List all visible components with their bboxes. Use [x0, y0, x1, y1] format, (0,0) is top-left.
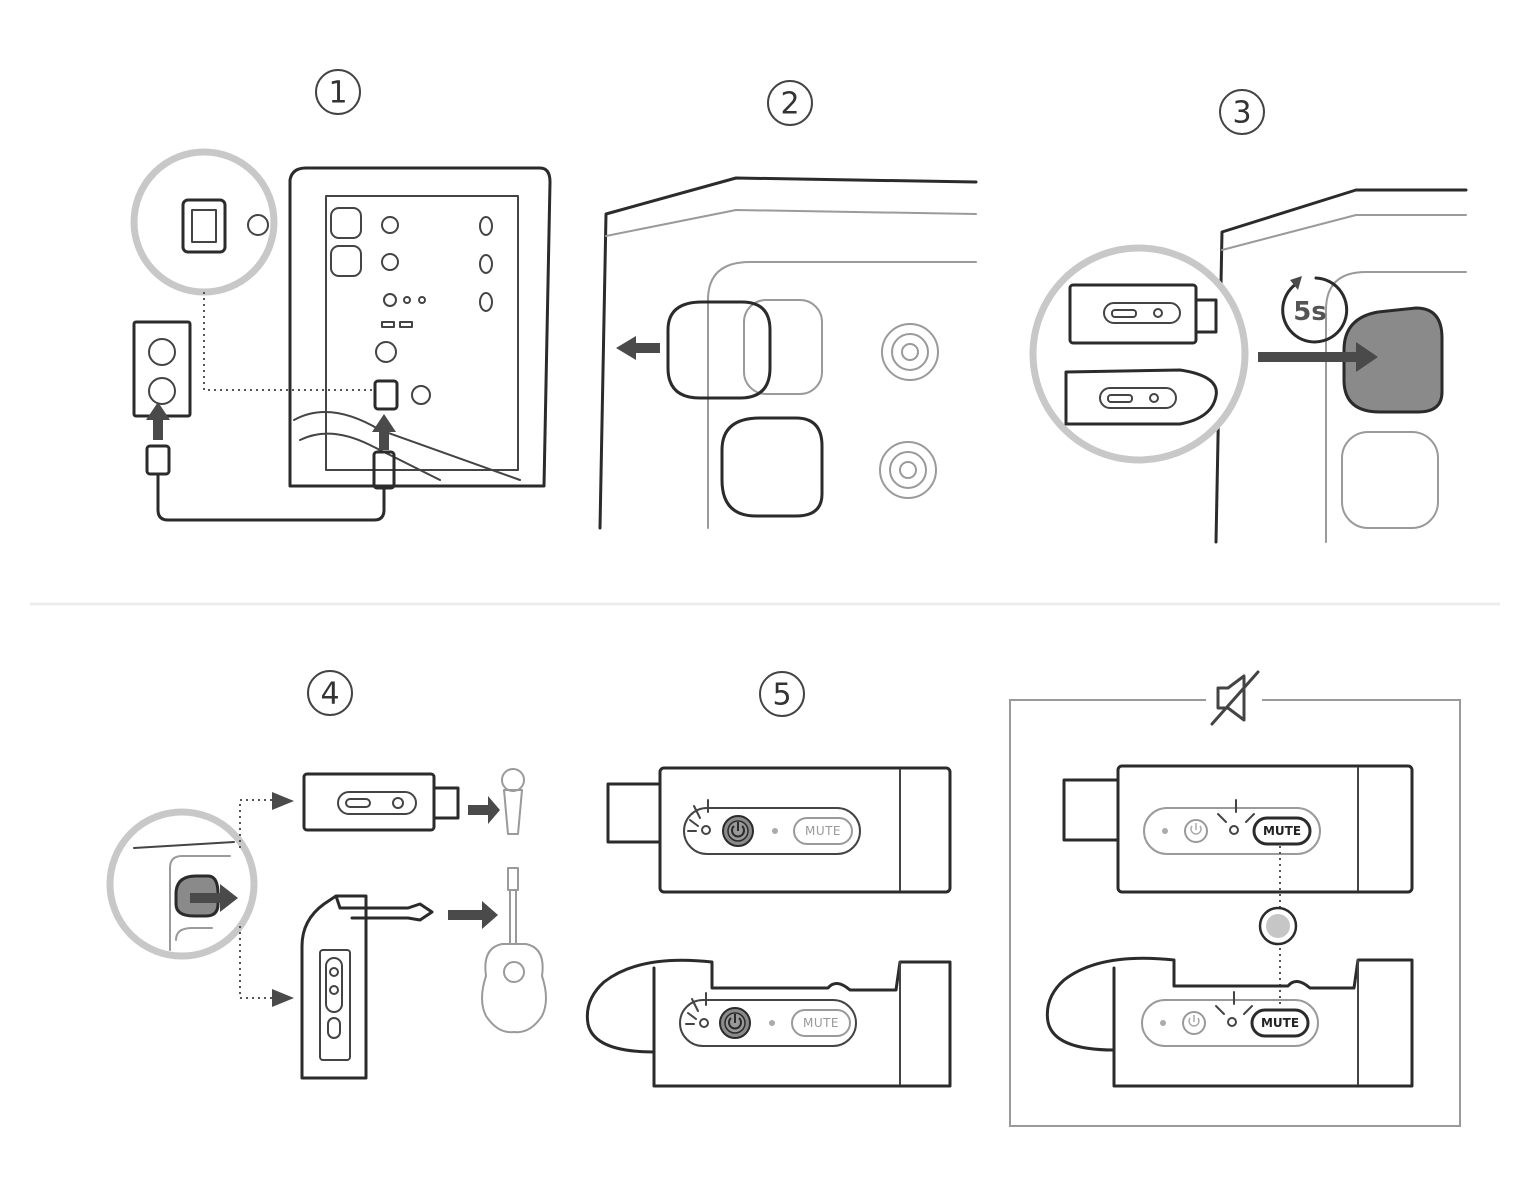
- mute-label: MUTE: [1263, 824, 1301, 838]
- step-2-number-circle: [767, 80, 813, 126]
- step-3-number: 3: [1232, 96, 1251, 131]
- transmitter-xlr-top: MUTE: [1062, 764, 1414, 894]
- step-3-panel: 3 5s: [1029, 89, 1468, 544]
- step-1-number-circle: [315, 69, 361, 115]
- mute-panel-frame: [1009, 699, 1461, 1127]
- step-1-panel: 1: [130, 69, 552, 522]
- xlr-combo-jack: [881, 323, 939, 381]
- transmitter-zoom-callout: [1029, 244, 1249, 464]
- mute-button: [1250, 1008, 1310, 1038]
- xlr-combo-jack: [879, 441, 937, 499]
- hold-timer-icon: 5s: [1281, 276, 1349, 344]
- transmitter-instrument-bottom: MUTE: [585, 958, 952, 1088]
- step-5-number-circle: [759, 671, 805, 717]
- wall-plug: [145, 444, 171, 476]
- step-5-number: 5: [772, 678, 791, 713]
- step-1-number: 1: [328, 76, 347, 111]
- step-3-number-circle: [1219, 89, 1265, 135]
- inlet-zoom-callout: [130, 148, 374, 391]
- remove-left-arrow: [616, 336, 660, 360]
- iec-plug: [372, 450, 396, 490]
- guitar-icon: [481, 867, 547, 1034]
- mute-button: [791, 1009, 851, 1037]
- microphone-icon: [501, 768, 525, 835]
- step-4-number-circle: [307, 670, 353, 716]
- step-2-panel: 2: [598, 80, 978, 530]
- speaker-rear-illustration: [288, 166, 552, 488]
- mute-label: MUTE: [1261, 1016, 1299, 1030]
- plug-up-arrow: [372, 414, 396, 450]
- wall-outlet: [132, 320, 192, 418]
- instrument-transmitter: [300, 894, 498, 1080]
- mute-label: MUTE: [803, 1016, 839, 1030]
- mute-button: [793, 817, 853, 845]
- bay-cover-removed: [666, 300, 772, 400]
- step-4-panel: 4: [106, 670, 547, 1080]
- power-inlet-socket: [373, 379, 399, 411]
- bay-cover: [720, 416, 824, 518]
- speaker-top-edge: [598, 176, 978, 530]
- speaker-muted-icon: [1210, 670, 1260, 726]
- step-2-number: 2: [780, 87, 799, 122]
- mute-panel: MUTE MUTE: [1009, 670, 1461, 1127]
- plug-up-arrow: [146, 402, 170, 440]
- transmitter-xlr-top: MUTE: [606, 766, 952, 894]
- bay-zoom-callout: [106, 808, 258, 960]
- step-4-number: 4: [320, 677, 339, 712]
- mute-label: MUTE: [805, 824, 841, 838]
- insert-right-arrow: [1258, 342, 1378, 372]
- step-5-panel: 5 MUTE MUTE: [585, 671, 952, 1088]
- transmitter-instrument-bottom: MUTE: [1045, 956, 1414, 1088]
- xlr-transmitter: [302, 772, 500, 832]
- mute-button: [1252, 816, 1312, 846]
- hold-duration-label: 5s: [1293, 297, 1327, 327]
- power-cord: [145, 402, 396, 522]
- pressed-bay-button: [1342, 306, 1444, 414]
